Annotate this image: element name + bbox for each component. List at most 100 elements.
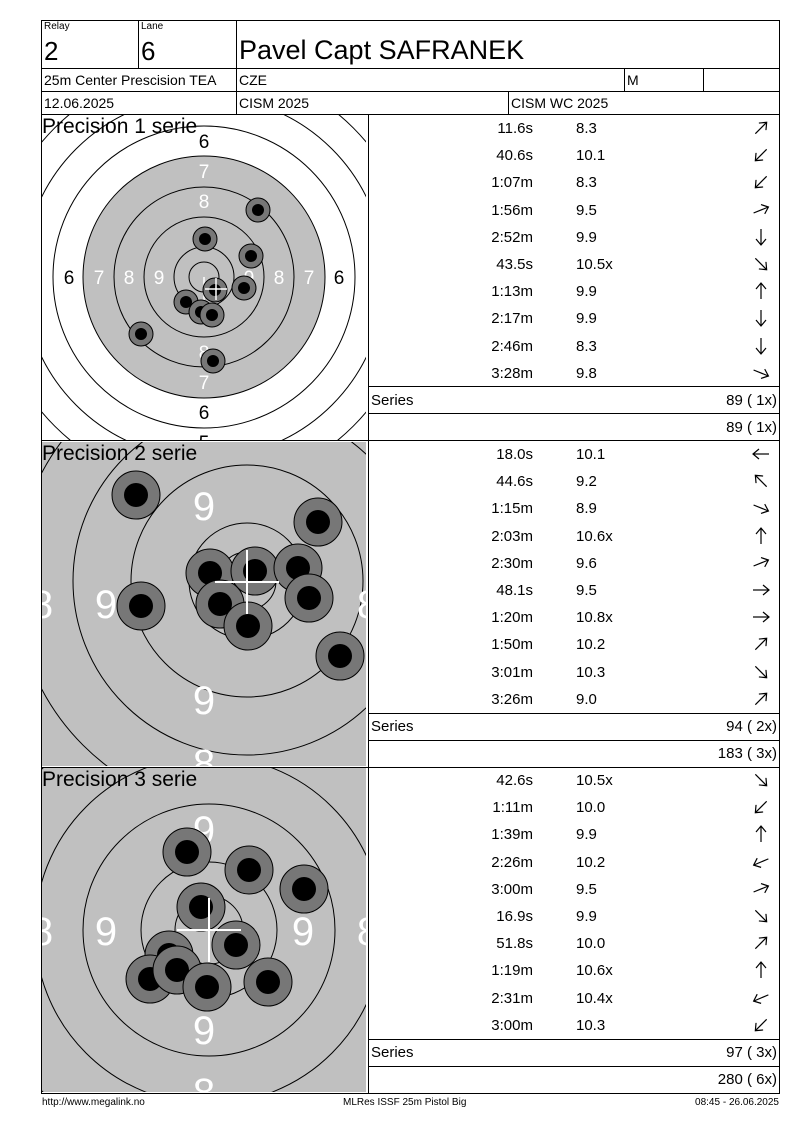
shot-direction-arrow-icon	[754, 1018, 768, 1032]
panel-divider	[368, 114, 369, 1093]
shot-value: 10.1	[576, 446, 606, 463]
target-series-3: 9 9 9 9 8 8 8 Precision 3 serie	[42, 768, 366, 1092]
shot-time: 1:19m	[491, 962, 533, 980]
bottom-border	[41, 1093, 780, 1094]
footer-timestamp: 08:45 - 26.06.2025	[695, 1097, 779, 1108]
shot-time: 40.6s	[496, 147, 533, 165]
shot-time: 1:50m	[491, 636, 533, 654]
target-face-1: 6 7 8 6 7 8 9 9 8 7 6 8 7 6 5	[42, 115, 366, 440]
shot-direction-arrow-icon	[754, 474, 768, 488]
shot-direction-arrow-icon	[753, 882, 770, 893]
shot-direction-arrow-icon	[754, 257, 768, 271]
shot-direction-arrow-icon	[755, 526, 767, 544]
shot-row: 18.0s 10.1	[369, 441, 779, 468]
shot-value: 8.3	[576, 337, 597, 355]
right-border	[779, 20, 780, 1093]
ring-label: 6	[334, 268, 345, 289]
shot-direction-arrow-icon	[752, 857, 769, 868]
series-rule	[368, 386, 780, 387]
series-score: 94 ( 2x)	[726, 718, 777, 735]
series-rule	[368, 1039, 780, 1040]
ring-label: 9	[193, 485, 215, 529]
ring-label: 7	[304, 268, 315, 289]
shot-row: 40.6s 10.1	[369, 142, 779, 169]
shot-time: 3:01m	[491, 663, 533, 681]
ring-label: 7	[94, 268, 105, 289]
shot-value: 10.5x	[576, 772, 613, 789]
shot-direction-arrow-icon	[754, 801, 768, 814]
ring-label: 8	[193, 1071, 215, 1092]
shot-direction-arrow-icon	[754, 773, 768, 787]
ring-label: 8	[124, 268, 135, 289]
series-rule	[368, 740, 780, 741]
series-separator-1	[41, 440, 780, 441]
shot-time: 11.6s	[497, 120, 533, 137]
ring-label: 7	[199, 373, 210, 394]
ring-label: 8	[357, 910, 366, 954]
header-top-border	[41, 20, 780, 21]
shot-value: 9.6	[576, 554, 597, 572]
shot-direction-arrow-icon	[754, 121, 768, 135]
gender: M	[627, 72, 639, 88]
match-name: CISM WC 2025	[511, 95, 609, 111]
group-center-cross-2	[215, 550, 279, 614]
shot-value: 8.3	[576, 174, 597, 192]
shot-direction-arrow-icon	[752, 448, 769, 460]
shot-direction-arrow-icon	[753, 556, 770, 567]
series-rule	[368, 1066, 780, 1067]
shot-time: 1:56m	[491, 201, 533, 219]
shot-value: 10.1	[576, 147, 606, 165]
total-score-row: 183 ( 3x)	[369, 740, 779, 767]
shot-direction-arrow-icon	[753, 368, 770, 379]
shot-value: 10.3	[576, 1016, 606, 1034]
shot-direction-arrow-icon	[753, 504, 770, 515]
shot-direction-arrow-icon	[754, 909, 768, 923]
series-score: 97 ( 3x)	[726, 1044, 777, 1061]
series-title: Precision 3 serie	[42, 768, 198, 791]
ring-label: 9	[193, 1009, 215, 1053]
event-name: 25m Center Prescision TEA	[44, 73, 217, 87]
ring-label: 6	[199, 403, 210, 424]
shot-time: 43.5s	[496, 256, 533, 273]
shot-direction-arrow-icon	[754, 665, 768, 678]
ring-label: 9	[95, 910, 117, 954]
shot-direction-arrow-icon	[755, 282, 767, 300]
ring-label: 9	[154, 268, 165, 289]
lane-label: Lane	[141, 21, 164, 32]
shot-time: 18.0s	[496, 446, 533, 463]
total-score-row: 280 ( 6x)	[369, 1066, 779, 1093]
shot-value: 10.6x	[576, 962, 613, 980]
shot-direction-arrow-icon	[754, 149, 768, 162]
relay-lane-divider	[138, 20, 139, 68]
shot-time: 44.6s	[496, 473, 533, 491]
shot-time: 2:30m	[491, 554, 533, 572]
group-center-cross-1	[205, 278, 227, 300]
series-label: Series	[371, 392, 414, 409]
ring-label: 5	[199, 433, 210, 440]
header-divider	[236, 20, 237, 114]
shooter-name: Pavel Capt SAFRANEK	[239, 35, 525, 65]
shot-holes-1	[128, 197, 271, 374]
shot-value: 8.3	[576, 120, 597, 137]
target-face-3: 9 9 9 9 8 8 8	[42, 768, 366, 1092]
ring-label: 8	[42, 910, 53, 954]
shot-value: 10.2	[576, 853, 606, 871]
shot-value: 9.5	[576, 880, 597, 898]
shot-value: 9.5	[576, 201, 597, 219]
shot-time: 1:07m	[491, 174, 533, 192]
ring-label: 9	[292, 910, 314, 954]
shot-direction-arrow-icon	[754, 692, 768, 705]
footer-url[interactable]: http://www.megalink.no	[42, 1097, 145, 1108]
shot-time: 3:26m	[491, 690, 533, 708]
shot-time: 2:31m	[491, 989, 533, 1007]
